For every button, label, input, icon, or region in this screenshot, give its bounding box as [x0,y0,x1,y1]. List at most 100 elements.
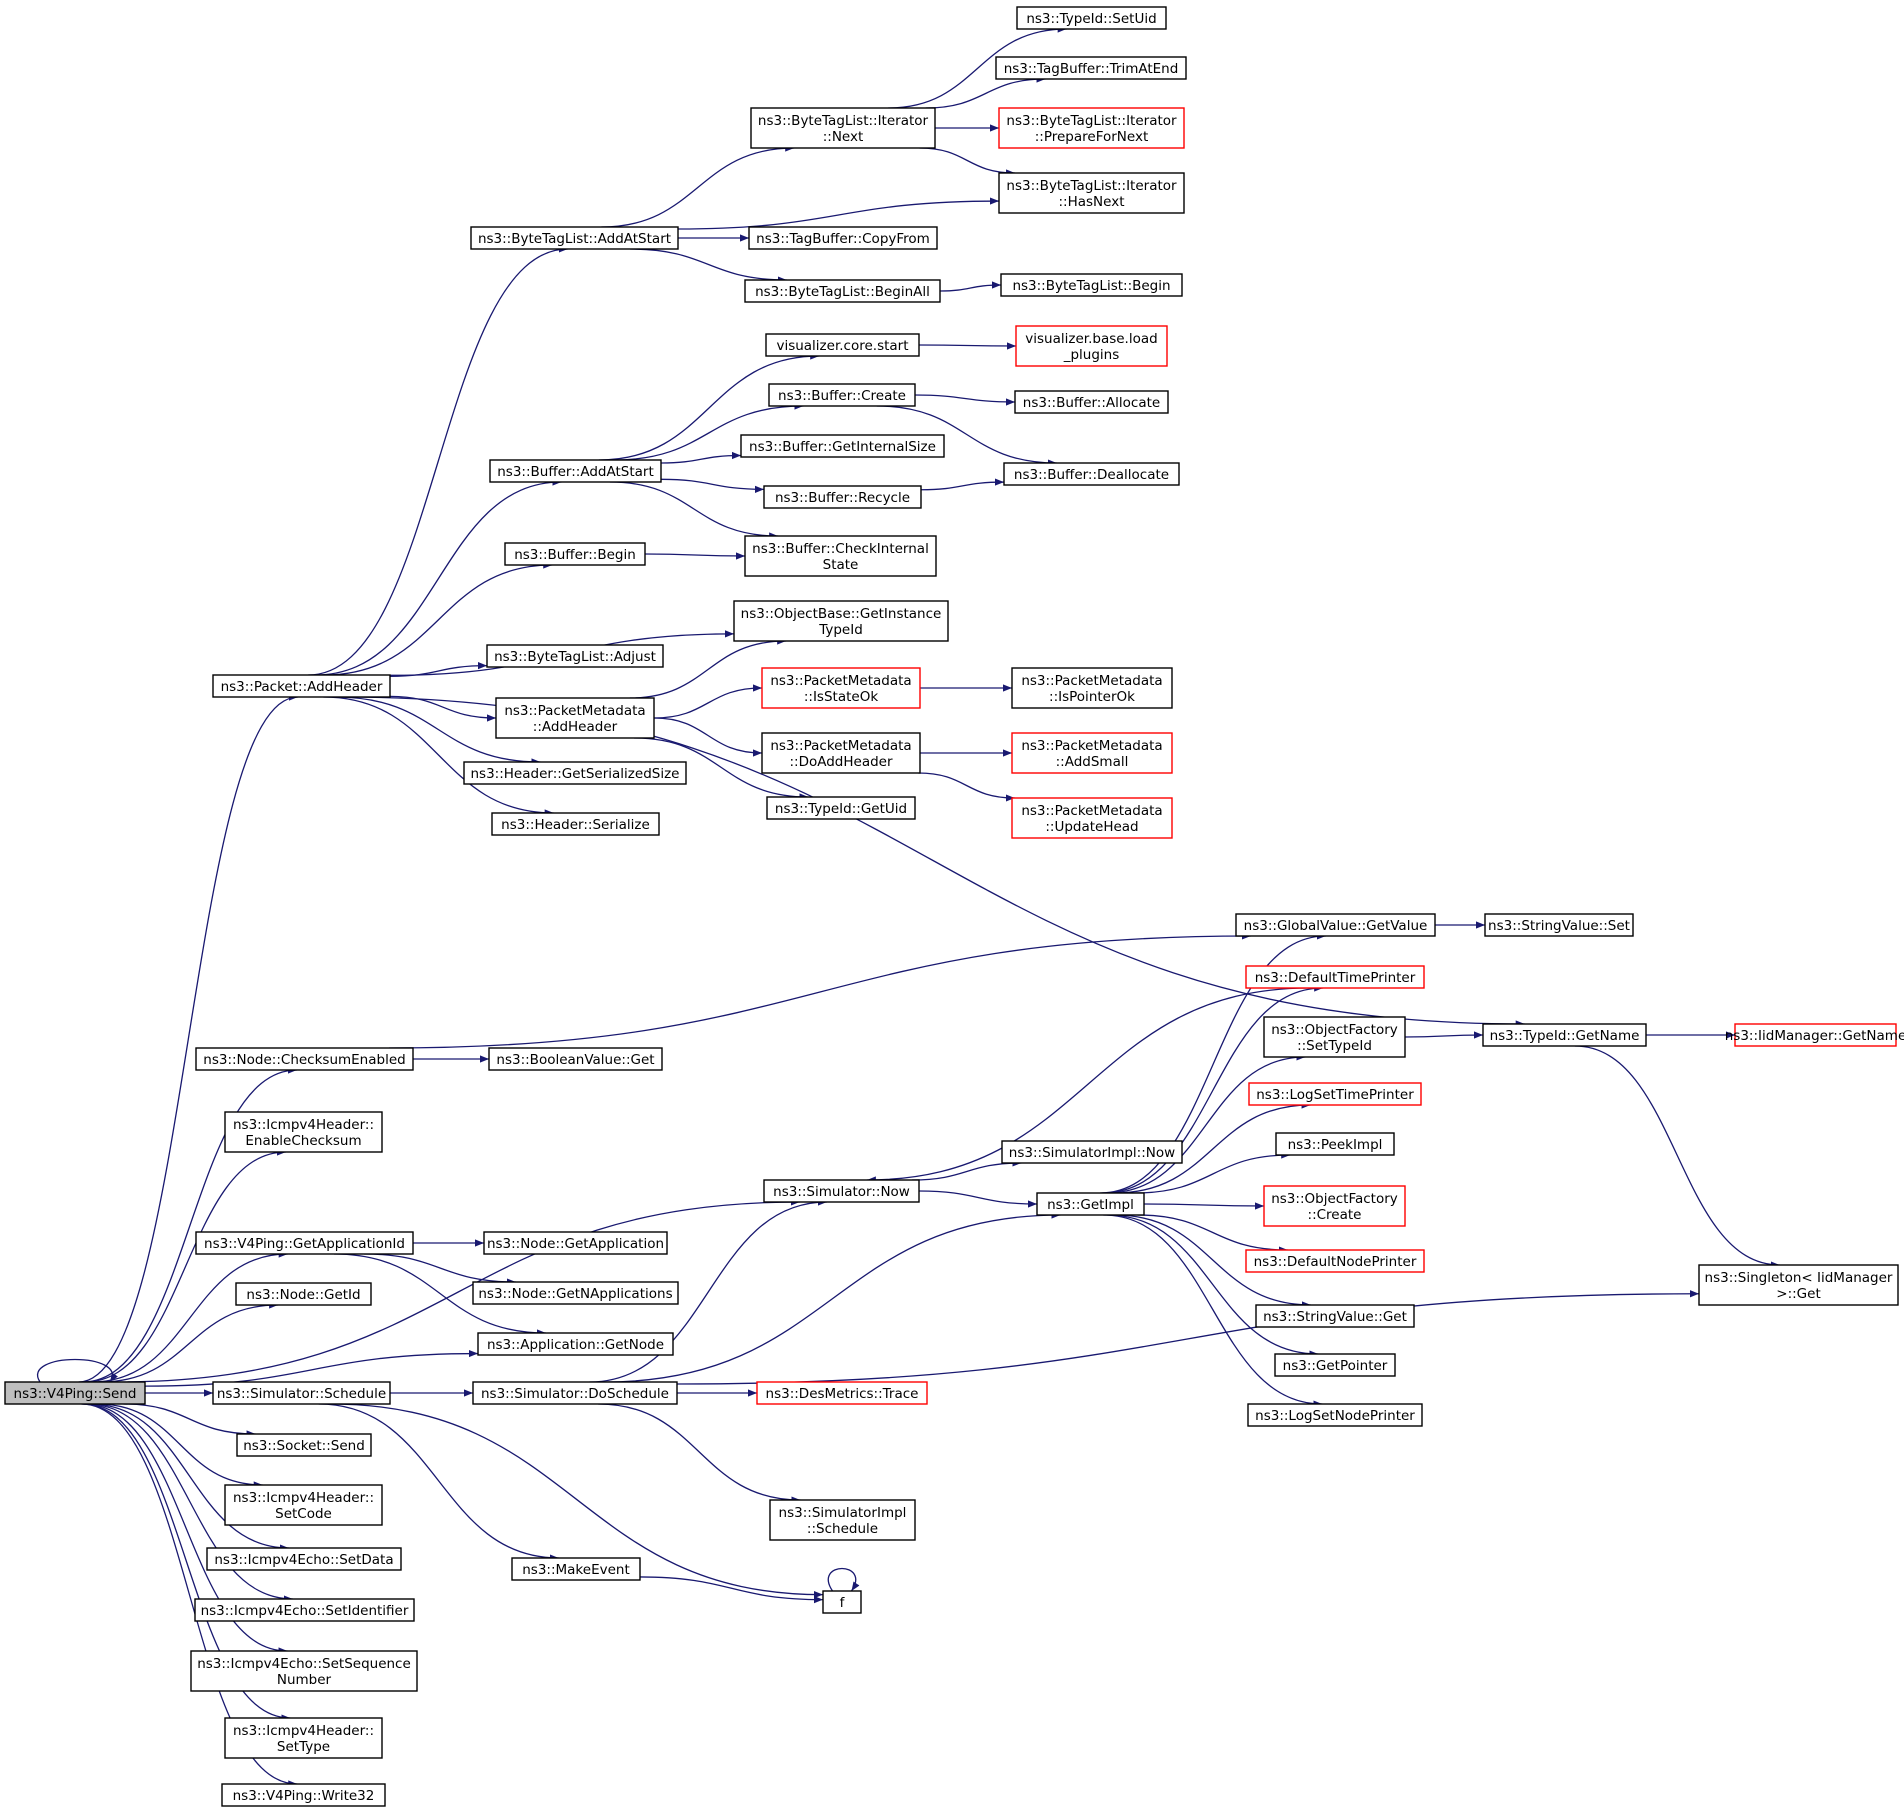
node-box-viz-core-start[interactable] [765,333,920,357]
node-box-buffer-allocate[interactable] [1014,390,1169,414]
node-box-pm-doaddheader[interactable] [761,732,921,774]
node-simimpl-now[interactable]: ns3::SimulatorImpl::Now [1001,1140,1183,1164]
node-box-sv-set[interactable] [1484,913,1634,937]
node-booleanvalue-get[interactable]: ns3::BooleanValue::Get [488,1047,663,1071]
node-sim-schedule[interactable]: ns3::Simulator::Schedule [212,1381,391,1405]
node-btli-hasnext[interactable]: ns3::ByteTagList::Iterator::HasNext [998,172,1185,214]
node-socket-send[interactable]: ns3::Socket::Send [236,1433,372,1457]
node-send[interactable]: ns3::V4Ping::Send [4,1381,146,1405]
node-iidmanager-getname[interactable]: ns3::IidManager::GetName [1725,1023,1904,1047]
node-buffer-addatstart[interactable]: ns3::Buffer::AddAtStart [489,459,662,483]
node-node-getnapplications[interactable]: ns3::Node::GetNApplications [472,1281,679,1305]
node-defaultnodeprinter[interactable]: ns3::DefaultNodePrinter [1245,1249,1425,1273]
node-box-btl-beginall[interactable] [744,279,941,303]
node-box-node-getid[interactable] [235,1282,372,1306]
node-box-btli-hasnext[interactable] [998,172,1185,214]
node-icmp-setcode[interactable]: ns3::Icmpv4Header::SetCode [224,1484,383,1526]
node-pm-updatehead[interactable]: ns3::PacketMetadata::UpdateHead [1011,797,1173,839]
node-box-buffer-create[interactable] [768,383,916,407]
node-box-buffer-begin[interactable] [504,542,646,566]
node-logsetnodeprinter[interactable]: ns3::LogSetNodePrinter [1247,1403,1423,1427]
node-box-typeid-getname[interactable] [1482,1023,1647,1047]
node-box-btli-preparefornext[interactable] [998,107,1185,149]
node-box-pm-isstateok[interactable] [761,667,921,709]
node-box-getimpl[interactable] [1036,1192,1145,1216]
node-typeid-getname[interactable]: ns3::TypeId::GetName [1482,1023,1647,1047]
node-box-sim-now[interactable] [763,1179,920,1203]
node-addheader[interactable]: ns3::Packet::AddHeader [212,674,391,698]
node-typeid-getuid[interactable]: ns3::TypeId::GetUid [766,796,916,820]
node-peekimpl[interactable]: ns3::PeekImpl [1275,1132,1395,1156]
node-sim-doschedule[interactable]: ns3::Simulator::DoSchedule [472,1381,678,1405]
node-buffer-create[interactable]: ns3::Buffer::Create [768,383,916,407]
node-box-getapplicationid[interactable] [195,1231,414,1255]
node-box-typeid-getuid[interactable] [766,796,916,820]
node-box-tagbuffer-copyfrom[interactable] [748,226,938,250]
node-box-desmetrics-trace[interactable] [756,1381,928,1405]
node-box-makeevent[interactable] [511,1557,641,1581]
node-getpointer[interactable]: ns3::GetPointer [1274,1353,1396,1377]
node-box-buffer-deallocate[interactable] [1003,462,1180,486]
node-box-buffer-recycle[interactable] [763,485,922,509]
node-box-header-serialize[interactable] [491,812,660,836]
node-box-btl-begin[interactable] [1000,273,1183,297]
node-gv-getvalue[interactable]: ns3::GlobalValue::GetValue [1235,913,1436,937]
node-box-btl-adjust[interactable] [486,644,664,668]
node-pm-isstateok[interactable]: ns3::PacketMetadata::IsStateOk [761,667,921,709]
node-box-defaulttimeprinter[interactable] [1245,965,1425,989]
node-echo-setidentifier[interactable]: ns3::Icmpv4Echo::SetIdentifier [194,1598,415,1622]
node-node-getapplication[interactable]: ns3::Node::GetApplication [483,1231,668,1255]
node-node-checksumenabled[interactable]: ns3::Node::ChecksumEnabled [195,1047,414,1071]
node-btli-preparefornext[interactable]: ns3::ByteTagList::Iterator::PrepareForNe… [998,107,1185,149]
node-box-btli-next[interactable] [750,107,936,149]
node-write32[interactable]: ns3::V4Ping::Write32 [221,1783,386,1807]
node-btl-adjust[interactable]: ns3::ByteTagList::Adjust [486,644,664,668]
node-buffer-begin[interactable]: ns3::Buffer::Begin [504,542,646,566]
node-tagbuffer-copyfrom[interactable]: ns3::TagBuffer::CopyFrom [748,226,938,250]
node-box-pm-ispointerok[interactable] [1011,667,1173,709]
node-icmp-settype[interactable]: ns3::Icmpv4Header::SetType [224,1717,383,1759]
node-box-defaultnodeprinter[interactable] [1245,1249,1425,1273]
node-logsettimeprinter[interactable]: ns3::LogSetTimePrinter [1248,1082,1422,1106]
node-box-getpointer[interactable] [1274,1353,1396,1377]
node-box-socket-send[interactable] [236,1433,372,1457]
node-pm-addsmall[interactable]: ns3::PacketMetadata::AddSmall [1011,732,1173,774]
node-icmp-enablechecksum[interactable]: ns3::Icmpv4Header::EnableChecksum [224,1111,383,1153]
node-box-booleanvalue-get[interactable] [488,1047,663,1071]
node-defaulttimeprinter[interactable]: ns3::DefaultTimePrinter [1245,965,1425,989]
node-box-pm-updatehead[interactable] [1011,797,1173,839]
node-buffer-deallocate[interactable]: ns3::Buffer::Deallocate [1003,462,1180,486]
node-box-simimpl-schedule[interactable] [769,1499,916,1541]
node-viz-base-load[interactable]: visualizer.base.load_plugins [1015,325,1168,367]
node-buffer-recycle[interactable]: ns3::Buffer::Recycle [763,485,922,509]
node-box-simimpl-now[interactable] [1001,1140,1183,1164]
node-of-settypeid[interactable]: ns3::ObjectFactory::SetTypeId [1263,1016,1406,1058]
node-box-sv-get[interactable] [1255,1304,1415,1328]
node-box-viz-base-load[interactable] [1015,325,1168,367]
node-box-of-create[interactable] [1263,1185,1406,1227]
node-simimpl-schedule[interactable]: ns3::SimulatorImpl::Schedule [769,1499,916,1541]
node-pm-doaddheader[interactable]: ns3::PacketMetadata::DoAddHeader [761,732,921,774]
node-box-echo-setidentifier[interactable] [194,1598,415,1622]
node-box-echo-setdata[interactable] [206,1547,402,1571]
node-box-typeid-setuid[interactable] [1016,6,1167,30]
node-box-sim-doschedule[interactable] [472,1381,678,1405]
node-box-pm-addsmall[interactable] [1011,732,1173,774]
node-echo-setdata[interactable]: ns3::Icmpv4Echo::SetData [206,1547,402,1571]
node-box-app-getnode[interactable] [477,1332,674,1356]
node-btl-begin[interactable]: ns3::ByteTagList::Begin [1000,273,1183,297]
node-box-addheader[interactable] [212,674,391,698]
node-of-create[interactable]: ns3::ObjectFactory::Create [1263,1185,1406,1227]
node-desmetrics-trace[interactable]: ns3::DesMetrics::Trace [756,1381,928,1405]
node-pm-addheader[interactable]: ns3::PacketMetadata::AddHeader [495,697,655,739]
node-box-node-getnapplications[interactable] [472,1281,679,1305]
node-node-getid[interactable]: ns3::Node::GetId [235,1282,372,1306]
node-app-getnode[interactable]: ns3::Application::GetNode [477,1332,674,1356]
node-btl-addatstart[interactable]: ns3::ByteTagList::AddAtStart [470,226,679,250]
node-singleton-get[interactable]: ns3::Singleton< IidManager >::Get [1698,1264,1899,1306]
node-box-header-getserializedsize[interactable] [463,761,687,785]
node-box-buffer-getinternalsize[interactable] [740,434,945,458]
